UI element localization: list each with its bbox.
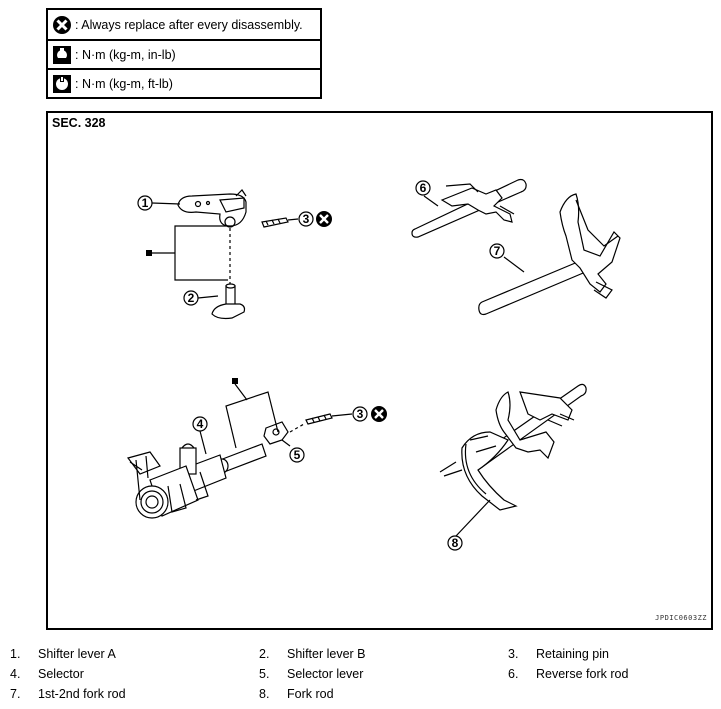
list-item: 8. Fork rod [259,687,334,701]
legend-text-ft-lb: : N·m (kg-m, ft-lb) [75,76,173,91]
legend-row-torque-ft-lb: : N·m (kg-m, ft-lb) [48,68,320,97]
diagram-frame [46,111,713,630]
part-number: 5. [259,667,270,681]
shifter-lever-b [211,283,246,320]
list-item: 1. Shifter lever A [10,647,116,661]
callout-1: 1 [137,195,153,211]
part-number: 6. [508,667,519,681]
part-name: Selector [38,667,84,681]
part-name: 1st-2nd fork rod [38,687,126,701]
svg-text:2: 2 [188,291,195,305]
section-label: SEC. 328 [52,116,106,130]
svg-text:1: 1 [142,196,149,210]
part-name: Reverse fork rod [536,667,629,681]
callout-8: 8 [447,535,463,551]
x-circle-icon [371,406,387,422]
x-circle-icon [53,15,71,34]
symbol-legend: : Always replace after every disassembly… [46,8,322,99]
part-name: Selector lever [287,667,364,681]
callout-2: 2 [183,290,199,306]
legend-row-replace: : Always replace after every disassembly… [48,10,320,39]
part-name: Shifter lever B [287,647,366,661]
retaining-pin-upper [261,217,289,228]
svg-text:4: 4 [197,417,204,431]
part-name: Retaining pin [536,647,609,661]
list-item: 4. Selector [10,667,84,681]
list-item: 2. Shifter lever B [259,647,366,661]
svg-text:7: 7 [494,244,501,258]
part-number: 3. [508,647,519,661]
callout-5: 5 [289,447,305,463]
part-name: Fork rod [287,687,334,701]
shifter-lever-a [177,189,247,228]
callout-3-upper: 3 [298,211,314,227]
list-item: 6. Reverse fork rod [508,667,628,681]
svg-text:8: 8 [452,536,459,550]
part-name: Shifter lever A [38,647,116,661]
1st-2nd-fork-rod [478,193,621,316]
svg-text:6: 6 [420,181,427,195]
reverse-fork-rod [411,178,527,238]
legend-text-in-lb: : N·m (kg-m, in-lb) [75,47,176,62]
list-item: 3. Retaining pin [508,647,609,661]
fork-rod [439,383,587,511]
torque-wrench-icon [53,74,71,93]
part-number: 1. [10,647,21,661]
callout-7: 7 [489,243,505,259]
figure-code: JPDIC0603ZZ [655,614,707,622]
callout-6: 6 [415,180,431,196]
retaining-pin-lower [305,413,333,425]
list-item: 7. 1st-2nd fork rod [10,687,126,701]
part-number: 2. [259,647,270,661]
part-number: 4. [10,667,21,681]
part-number: 8. [259,687,270,701]
callout-3-lower: 3 [352,406,368,422]
x-circle-icon [316,211,332,227]
legend-row-torque-in-lb: : N·m (kg-m, in-lb) [48,39,320,68]
part-number: 7. [10,687,21,701]
list-item: 5. Selector lever [259,667,363,681]
selector [126,443,267,519]
svg-text:5: 5 [294,448,301,462]
legend-text-replace: : Always replace after every disassembly… [75,17,303,32]
svg-text:3: 3 [357,407,364,421]
torque-wrench-icon [53,45,71,64]
callout-4: 4 [192,416,208,432]
svg-text:3: 3 [303,212,310,226]
